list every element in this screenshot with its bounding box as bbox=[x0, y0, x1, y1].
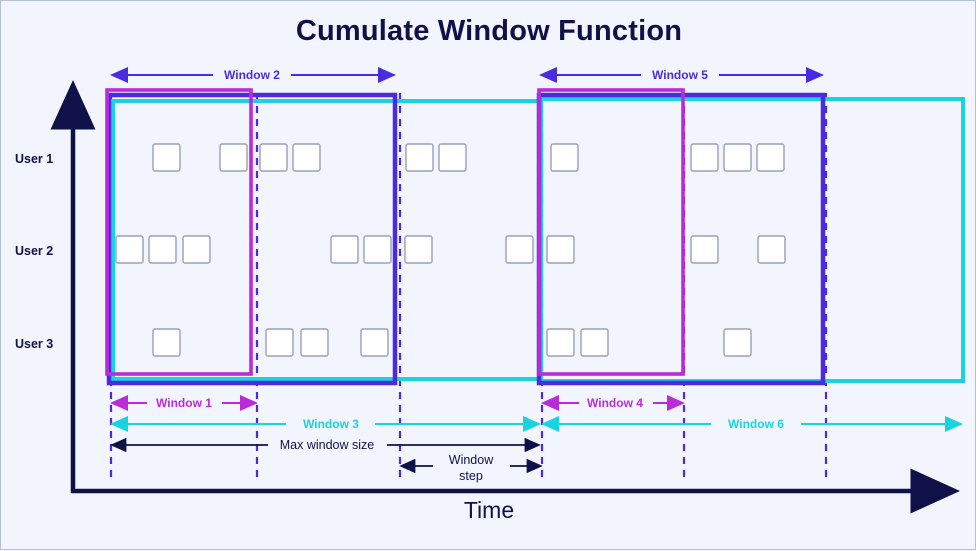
window-2-label: Window 2 bbox=[224, 68, 280, 82]
event-square bbox=[152, 143, 181, 172]
window-6-label: Window 6 bbox=[728, 417, 784, 431]
event-square bbox=[292, 143, 321, 172]
window-5-label: Window 5 bbox=[652, 68, 708, 82]
event-square bbox=[360, 328, 389, 357]
event-square bbox=[550, 143, 579, 172]
event-square bbox=[723, 143, 752, 172]
event-square bbox=[182, 235, 211, 264]
events-user-2 bbox=[115, 235, 786, 264]
window-2-measure: Window 2 bbox=[110, 67, 396, 83]
event-square bbox=[505, 235, 534, 264]
event-square bbox=[690, 235, 719, 264]
row-label-user2: User 2 bbox=[15, 244, 53, 258]
window-3-label: Window 3 bbox=[303, 417, 359, 431]
window-step-label-line1: Window bbox=[449, 453, 494, 467]
event-square bbox=[330, 235, 359, 264]
window-boxes bbox=[105, 88, 965, 386]
event-square bbox=[580, 328, 609, 357]
axis-group bbox=[50, 80, 960, 514]
event-square bbox=[300, 328, 329, 357]
events-user-3 bbox=[152, 328, 752, 357]
event-square bbox=[405, 143, 434, 172]
window-3-measure: Window 3 bbox=[110, 416, 541, 432]
event-square bbox=[265, 328, 294, 357]
event-square bbox=[546, 235, 575, 264]
max-window-size-label: Max window size bbox=[280, 438, 375, 452]
window-4-box bbox=[537, 88, 685, 376]
row-label-user3: User 3 bbox=[15, 337, 53, 351]
events-user-1 bbox=[152, 143, 785, 172]
max-window-size-measure: Max window size bbox=[110, 437, 541, 453]
window-1-label: Window 1 bbox=[156, 396, 212, 410]
x-axis-label: Time bbox=[463, 497, 515, 523]
page-title: Cumulate Window Function bbox=[295, 15, 683, 47]
divider-lines bbox=[109, 93, 828, 479]
window-4-label: Window 4 bbox=[587, 396, 643, 410]
row-labels: User 1 User 2 User 3 bbox=[15, 152, 53, 351]
event-square bbox=[756, 143, 785, 172]
event-square bbox=[115, 235, 144, 264]
window-step-label-line2: step bbox=[459, 469, 483, 483]
window-1-box bbox=[105, 88, 253, 376]
window-4-measure: Window 4 bbox=[541, 395, 685, 411]
event-square bbox=[723, 328, 752, 357]
event-square bbox=[363, 235, 392, 264]
event-square bbox=[757, 235, 786, 264]
event-square bbox=[148, 235, 177, 264]
event-square bbox=[259, 143, 288, 172]
window-1-measure: Window 1 bbox=[110, 395, 258, 411]
event-square bbox=[690, 143, 719, 172]
event-square bbox=[219, 143, 248, 172]
event-square bbox=[152, 328, 181, 357]
event-square bbox=[438, 143, 467, 172]
window-6-measure: Window 6 bbox=[541, 416, 963, 432]
window-5-measure: Window 5 bbox=[539, 67, 824, 83]
event-square bbox=[546, 328, 575, 357]
row-label-user1: User 1 bbox=[15, 152, 53, 166]
window-step-measure: Window step bbox=[399, 453, 543, 483]
event-square bbox=[404, 235, 433, 264]
